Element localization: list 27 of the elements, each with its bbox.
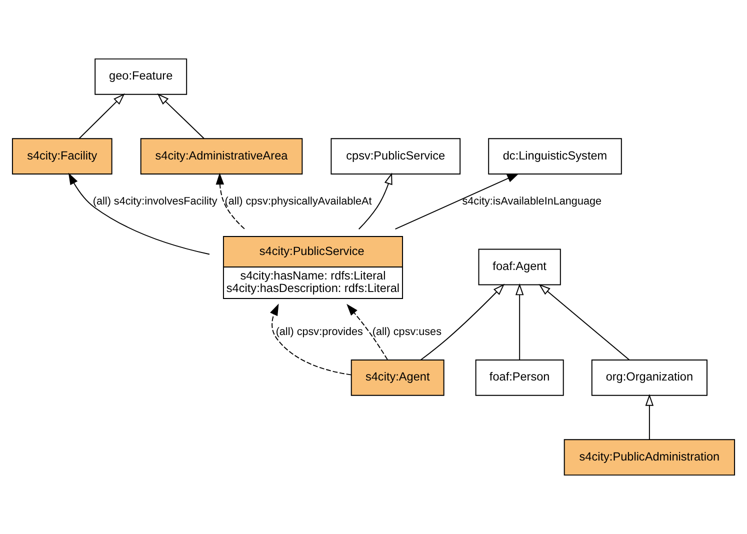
- node-box: cpsv:PublicService: [330, 138, 461, 175]
- node-box: s4city:PublicAdministration: [564, 439, 736, 476]
- node-box: s4city:Agent: [350, 359, 444, 396]
- edge-label: (all) s4city:involvesFacility: [92, 195, 218, 208]
- arrow: [68, 172, 210, 255]
- edge-label: (all) cpsv:physicallyAvailableAt: [224, 195, 372, 208]
- node-box: s4city:AdministrativeArea: [140, 138, 303, 175]
- arrow: [515, 283, 524, 360]
- node-box: dc:LinguisticSystem: [488, 138, 622, 175]
- node-box: s4city:Facility: [12, 138, 112, 175]
- edge-label: (all) cpsv:uses: [372, 326, 442, 338]
- edge-label: (all) cpsv:provides: [276, 326, 363, 338]
- node-box: foaf:Person: [475, 359, 564, 396]
- arrow: [216, 172, 245, 230]
- node-box: org:Organization: [591, 359, 708, 396]
- arrow: [78, 93, 125, 139]
- arrow: [270, 304, 352, 376]
- arrow: [358, 172, 392, 230]
- node-box: foaf:Agent: [478, 248, 561, 286]
- arrow: [645, 394, 654, 440]
- arrow: [346, 304, 388, 360]
- arrow: [394, 173, 519, 230]
- node-box: geo:Feature: [94, 58, 188, 95]
- edge-label: s4city:isAvailableInLanguage: [462, 195, 602, 208]
- arrow: [538, 284, 630, 360]
- arrow: [420, 284, 505, 360]
- arrow: [157, 93, 204, 139]
